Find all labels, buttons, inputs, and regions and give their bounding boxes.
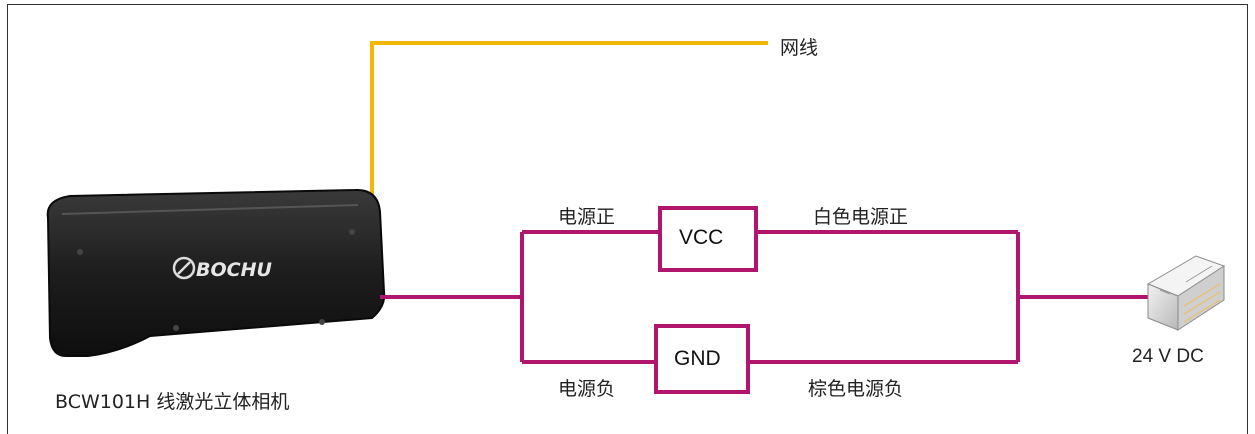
power-negative-label: 电源负 [558, 378, 616, 400]
gnd-label: GND [674, 347, 721, 370]
camera-caption: BCW101H 线激光立体相机 [55, 391, 290, 413]
power-positive-label: 电源正 [558, 206, 616, 228]
power-wiring [380, 206, 1148, 394]
diagram-frame [7, 4, 1248, 434]
camera-device [46, 188, 386, 357]
power-supply-label: 24 V DC [1132, 346, 1204, 367]
power-supply-device [1146, 255, 1226, 331]
white-power-positive-label: 白色电源正 [813, 206, 909, 228]
network-cable-label: 网线 [780, 37, 819, 59]
brown-power-negative-label: 棕色电源负 [808, 378, 904, 400]
vcc-label: VCC [679, 226, 724, 249]
brand-logo: BOCHU [172, 256, 272, 281]
network-cable [370, 41, 768, 241]
brand-logo-text: BOCHU [196, 259, 272, 281]
vcc-box [658, 206, 758, 272]
gnd-box [654, 324, 750, 394]
